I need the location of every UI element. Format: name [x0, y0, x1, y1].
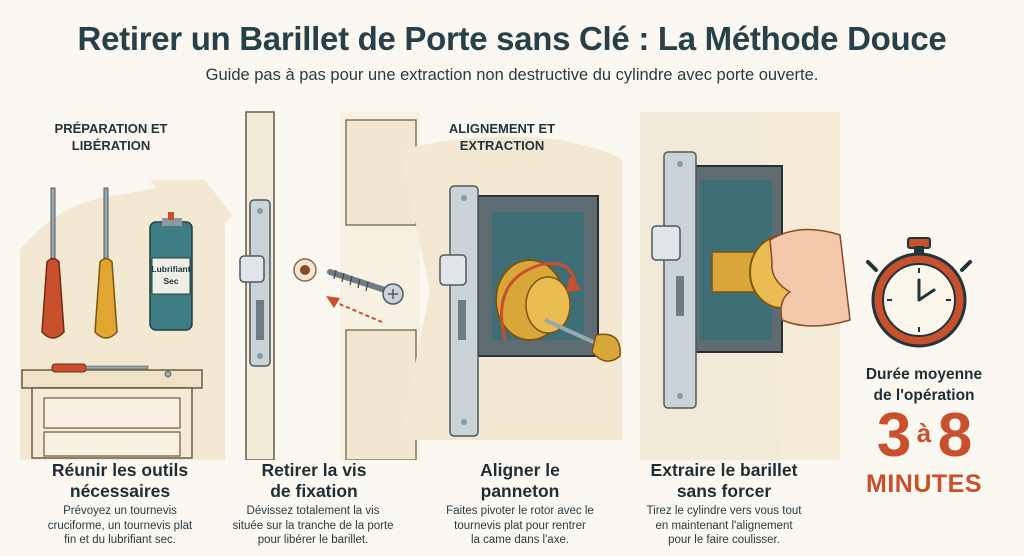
step-1-title-line-2: nécessaires — [69, 481, 171, 501]
step-4-desc-line-1: Tirez le cylindre vers vous tout — [646, 505, 802, 517]
page-title: Retirer un Barillet de Porte sans Clé : … — [77, 20, 947, 57]
small-screwdriver-icon — [51, 363, 172, 378]
spray-label-2: Sec — [163, 276, 178, 286]
duration-connector: à — [916, 418, 932, 448]
step-1-description: Prévoyez un tournevis cruciforme, un tou… — [10, 504, 230, 548]
duration-label-line-1: Durée moyenne — [865, 366, 983, 383]
step-3-desc-line-3: la came dans l'axe. — [470, 534, 570, 546]
step-2-title-line-1: Retirer la vis — [261, 460, 367, 480]
duration-unit: MINUTES — [866, 470, 982, 498]
duration-label: Durée moyenne de l'opération — [838, 364, 1010, 406]
section-label-preparation: PRÉPARATION ET LIBÉRATION — [36, 120, 186, 154]
step-3-title-line-2: panneton — [480, 481, 560, 501]
step-2-description: Dévissez totalement la vis située sur la… — [208, 504, 418, 548]
duration-min: 3 — [876, 401, 911, 470]
phillips-screwdriver-icon — [41, 187, 65, 339]
screw-hole-icon — [293, 258, 317, 282]
section-label-preparation-text: PRÉPARATION ET LIBÉRATION — [54, 121, 168, 153]
step-1-title-line-1: Réunir les outils — [51, 460, 189, 480]
rotation-arrow-icon — [500, 261, 582, 341]
step-2-desc-line-2: située sur la tranche de la porte — [232, 519, 394, 532]
hand-icon — [769, 228, 851, 327]
step-1-desc-line-2: cruciforme, un tournevis plat — [47, 519, 193, 532]
duration-max: 8 — [937, 401, 972, 470]
spray-label: Lubrifiant — [151, 264, 190, 274]
page-subtitle: Guide pas à pas pour une extraction non … — [205, 66, 819, 84]
step-4-desc-line-3: pour le faire coulisser. — [668, 534, 780, 546]
door-edge-illustration — [239, 111, 275, 460]
section-label-alignment: ALIGNEMENT ET EXTRACTION — [432, 120, 572, 154]
step-3-desc-line-1: Faites pivoter le rotor avec le — [446, 505, 594, 517]
step-3-desc-line-2: tournevis plat pour rentrer — [454, 519, 586, 532]
step-4-title: Extraire le barillet sans forcer — [614, 460, 834, 502]
step-3-title: Aligner le panneton — [420, 460, 620, 502]
duration-value: 3 à 8 — [838, 405, 1010, 467]
stopwatch-icon — [866, 237, 972, 348]
step-2-title: Retirer la vis de fixation — [214, 460, 414, 502]
step-1-desc-line-1: Prévoyez un tournevis — [63, 505, 177, 517]
step-2-desc-line-1: Dévissez totalement la vis — [246, 505, 380, 517]
step-1-desc-line-3: fin et du lubrifiant sec. — [64, 534, 176, 546]
screw-icon — [327, 269, 404, 305]
cabinet-illustration — [21, 369, 203, 459]
spray-can-icon — [149, 212, 193, 331]
step-3-description: Faites pivoter le rotor avec le tournevi… — [420, 504, 620, 548]
step-2-title-line-2: de fixation — [270, 481, 358, 501]
step-4-desc-line-2: en maintenant l'alignement — [655, 519, 793, 532]
duration-label-line-2: de l'opération — [873, 387, 975, 404]
step-4-description: Tirez le cylindre vers vous tout en main… — [614, 504, 834, 548]
step-2-desc-line-3: pour libérer le barillet. — [257, 534, 369, 546]
flat-screwdriver-icon — [94, 187, 118, 339]
arrow-left-icon — [326, 296, 383, 323]
step-4-title-line-2: sans forcer — [676, 481, 772, 501]
step-1-title: Réunir les outils nécessaires — [10, 460, 230, 502]
step-4-title-line-1: Extraire le barillet — [650, 460, 798, 480]
illustration-panel: Lubrifiant Sec — [20, 111, 972, 460]
step-3-title-line-1: Aligner le — [480, 460, 560, 480]
flat-screwdriver-tool-icon — [544, 318, 621, 362]
section-label-alignment-text: ALIGNEMENT ET EXTRACTION — [448, 121, 556, 153]
